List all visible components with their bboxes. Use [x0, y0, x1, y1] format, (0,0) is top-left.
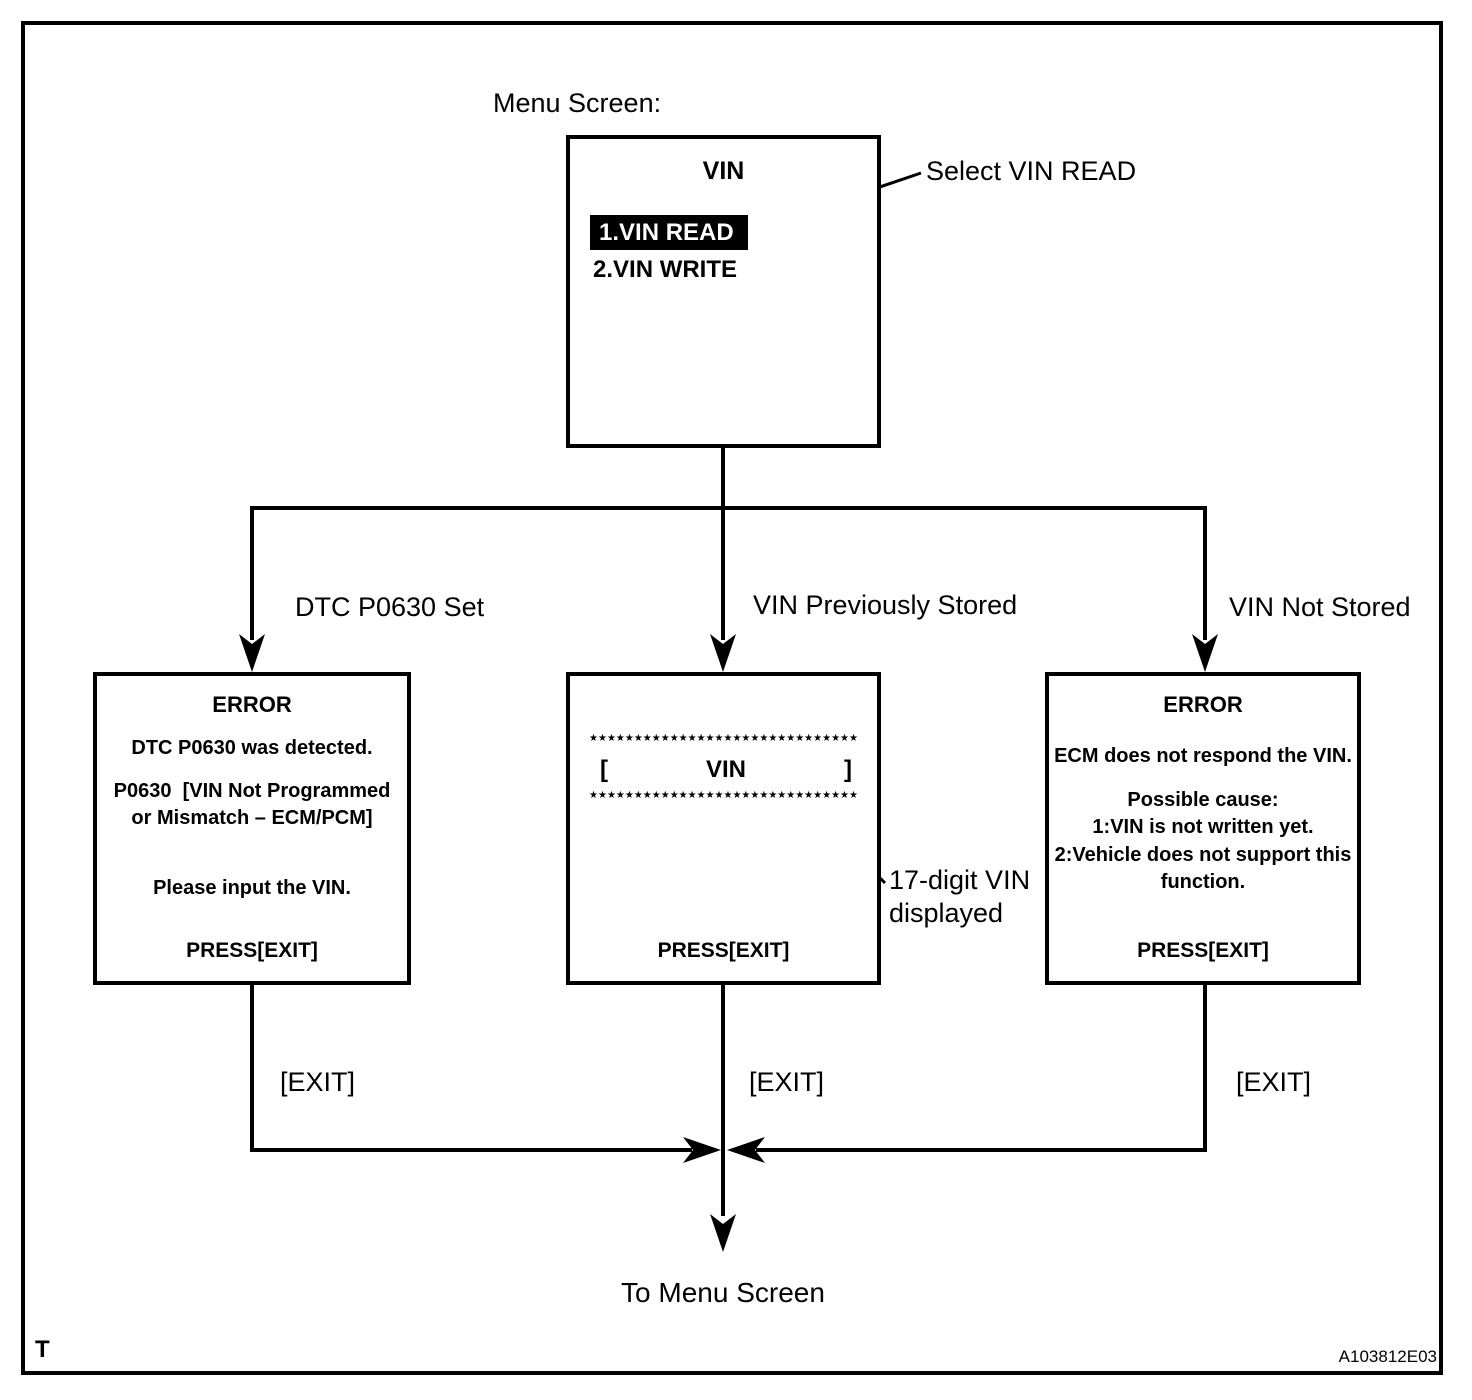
error-dtc-line2: P0630 [VIN Not Programmed [113, 780, 391, 802]
error-dtc-title: ERROR [212, 692, 292, 717]
vin-note-line1: 17-digit VIN [889, 865, 1031, 895]
error-dtc-line3: or Mismatch – ECM/PCM] [131, 807, 373, 829]
arrowhead-converge-left [727, 1137, 765, 1163]
vin-stars-top: ★★★★★★★★★★★★★★★★★★★★★★★★★★★★★★ [589, 733, 858, 744]
error-ecm-title: ERROR [1163, 692, 1243, 717]
arrowhead-down-to-menu [710, 1214, 736, 1252]
error-dtc-line4: Please input the VIN. [153, 877, 351, 899]
select-vin-read-callout: Select VIN READ [926, 156, 1137, 186]
menu-screen-box: VIN 1.VIN READ 2.VIN WRITE [566, 135, 881, 448]
error-ecm-line5: function. [1160, 871, 1246, 893]
error-ecm-line3: 1:VIN is not written yet. [1092, 816, 1314, 838]
vin-stars-bottom: ★★★★★★★★★★★★★★★★★★★★★★★★★★★★★★ [589, 790, 858, 801]
menu-screen-label: Menu Screen: [493, 88, 662, 118]
page-corner-mark: T [35, 1336, 50, 1363]
error-ecm-press-exit: PRESS[EXIT] [1137, 939, 1269, 962]
arrowhead-down-mid-box [710, 634, 736, 672]
menu-item-vin-read-selected: 1.VIN READ [590, 215, 748, 250]
error-ecm-line4: 2:Vehicle does not support this [1054, 844, 1352, 866]
branch-label-vin-not-stored: VIN Not Stored [1229, 592, 1411, 622]
arrowhead-down-left-box [239, 634, 265, 672]
error-ecm-line2: Possible cause: [1127, 789, 1279, 811]
vin-display-screen-box: ★★★★★★★★★★★★★★★★★★★★★★★★★★★★★★ [ VIN ] ★… [566, 672, 881, 985]
error-ecm-line1: ECM does not respond the VIN. [1054, 745, 1352, 767]
arrowhead-converge-right [683, 1137, 721, 1163]
figure-id: A103812E03 [1338, 1347, 1437, 1366]
arrowhead-down-right-box [1192, 634, 1218, 672]
branch-label-dtc-set: DTC P0630 Set [295, 592, 485, 622]
vin-field-label: VIN [705, 756, 746, 783]
vin-bracket-row: [ VIN ] [600, 756, 852, 784]
branch-label-vin-previously-stored: VIN Previously Stored [753, 590, 1018, 620]
vin-bracket-close: ] [843, 756, 852, 783]
error-dtc-line1: DTC P0630 was detected. [131, 737, 373, 759]
error-dtc-press-exit: PRESS[EXIT] [186, 939, 318, 962]
menu-screen-title: VIN [702, 157, 745, 185]
exit-label-left: [EXIT] [280, 1067, 356, 1097]
error-ecm-screen-box: ERROR ECM does not respond the VIN. Poss… [1045, 672, 1361, 985]
vin-press-exit: PRESS[EXIT] [657, 939, 790, 962]
error-dtc-screen-box: ERROR DTC P0630 was detected. P0630 [VIN… [93, 672, 411, 985]
exit-label-right: [EXIT] [1236, 1067, 1312, 1097]
exit-label-center: [EXIT] [749, 1067, 825, 1097]
vin-note-line2: displayed [889, 898, 1004, 928]
to-menu-screen-label: To Menu Screen [621, 1277, 825, 1308]
menu-item-vin-write: 2.VIN WRITE [593, 256, 738, 283]
vin-bracket-open: [ [600, 756, 608, 783]
page-border [21, 21, 1443, 1375]
